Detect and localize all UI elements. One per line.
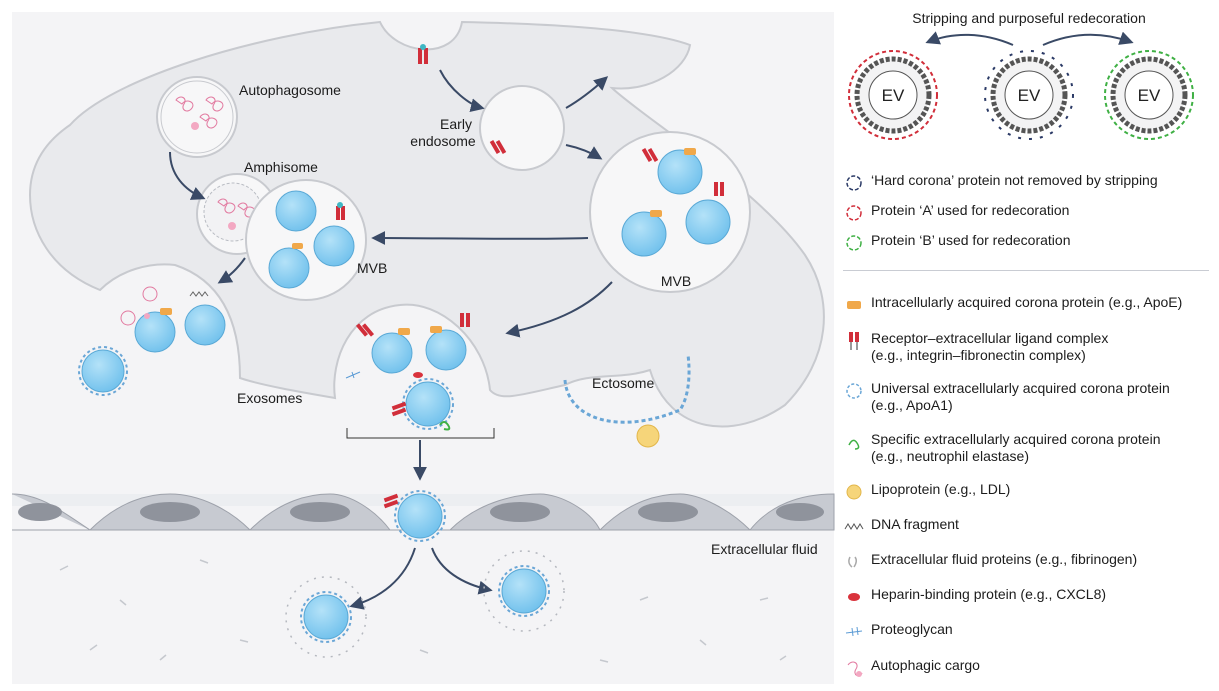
legend-text-receptor-2: (e.g., integrin–fibronectin complex) xyxy=(871,347,1086,363)
legend-text-receptor-1: Receptor–extracellular ligand complex xyxy=(871,330,1109,346)
proteoglycan-icon xyxy=(845,626,863,637)
label-extracellular-fluid: Extracellular fluid xyxy=(711,541,818,557)
label-mvb-right: MVB xyxy=(661,273,691,289)
legend-item-specific-corona: Specific extracellularly acquired corona… xyxy=(843,431,1160,465)
legend-text-protein-a: Protein ‘A’ used for redecoration xyxy=(871,202,1070,218)
legend-text-heparin: Heparin-binding protein (e.g., CXCL8) xyxy=(871,586,1107,602)
legend-separator xyxy=(843,270,1209,271)
tissue-layer: Extracellular fluid xyxy=(11,493,835,557)
lipoprotein-icon xyxy=(636,424,660,448)
legend-text-hard-corona: ‘Hard corona’ protein not removed by str… xyxy=(871,172,1158,188)
ev-label-right: EV xyxy=(1138,86,1161,105)
pathway-arrows xyxy=(169,69,613,610)
label-early-endosome-1: Early xyxy=(440,116,472,132)
universal-corona-icon xyxy=(846,383,862,399)
legend-text-universal-2: (e.g., ApoA1) xyxy=(871,397,953,413)
legend-panel: Stripping and purposeful redecoration EV… xyxy=(843,0,1213,691)
legend-item-fluid-protein: Extracellular fluid proteins (e.g., fibr… xyxy=(843,551,1137,573)
ev-left-protein-a: EV xyxy=(848,50,938,140)
legend-item-receptor: Receptor–extracellular ligand complex(e.… xyxy=(843,330,1108,364)
ev-biogenesis-diagram: Autophagosome Amphisome MVB Early endoso… xyxy=(11,12,835,684)
legend-item-apoe: Intracellularly acquired corona protein … xyxy=(843,294,1182,316)
ev-center-hard-corona: EV xyxy=(984,50,1074,140)
legend-text-specific-2: (e.g., neutrophil elastase) xyxy=(871,448,1029,464)
legend-item-dna: DNA fragment xyxy=(843,516,959,538)
ev-label-center: EV xyxy=(1018,86,1041,105)
legend-text-apoe: Intracellularly acquired corona protein … xyxy=(871,294,1183,310)
legend-text-autophagic-cargo: Autophagic cargo xyxy=(871,657,980,673)
exosome-release-left: Exosomes xyxy=(78,286,302,406)
autophagosome: Autophagosome xyxy=(156,76,341,158)
dna-fragment-icon xyxy=(844,523,864,530)
protein-b-icon xyxy=(846,235,862,251)
heparin-icon xyxy=(413,372,423,378)
specific-corona-icon xyxy=(848,439,860,450)
protein-a-icon xyxy=(846,205,862,221)
legend-text-dna: DNA fragment xyxy=(871,516,959,532)
extracellular-evs xyxy=(285,490,565,658)
ectosome: Ectosome xyxy=(563,354,691,448)
mvb-right: MVB xyxy=(589,131,751,293)
label-early-endosome-2: endosome xyxy=(410,133,476,149)
legend-text-protein-b: Protein ‘B’ used for redecoration xyxy=(871,232,1071,248)
receptor-icon xyxy=(336,202,345,220)
label-amphisome: Amphisome xyxy=(244,159,318,175)
legend-item-universal-corona: Universal extracellularly acquired coron… xyxy=(843,380,1170,414)
hard-corona-icon xyxy=(846,175,862,191)
fluid-protein-scatter xyxy=(59,559,787,663)
legend-item-proteoglycan: Proteoglycan xyxy=(843,621,953,643)
legend-item-heparin: Heparin-binding protein (e.g., CXCL8) xyxy=(843,586,1106,608)
fluid-protein-icon xyxy=(848,556,858,568)
exosome-release-center xyxy=(345,313,495,439)
lipoprotein-icon xyxy=(846,484,862,500)
receptor-entry xyxy=(418,44,428,64)
legend-text-universal-1: Universal extracellularly acquired coron… xyxy=(871,380,1170,396)
label-autophagosome: Autophagosome xyxy=(239,82,341,98)
mvb-left: MVB xyxy=(245,179,387,301)
ev-right-protein-b: EV xyxy=(1104,50,1194,140)
autophagic-cargo-icon xyxy=(847,661,863,677)
legend-text-lipoprotein: Lipoprotein (e.g., LDL) xyxy=(871,481,1011,497)
ev-label-left: EV xyxy=(882,86,905,105)
legend-text-fluid-protein: Extracellular fluid proteins (e.g., fibr… xyxy=(871,551,1138,567)
early-endosome: Early endosome xyxy=(410,85,565,171)
legend-text-proteoglycan: Proteoglycan xyxy=(871,621,953,637)
receptor-icon xyxy=(849,332,859,350)
heparin-icon xyxy=(848,593,860,601)
legend-item-protein-a: Protein ‘A’ used for redecoration xyxy=(843,202,1069,224)
label-exosomes: Exosomes xyxy=(237,390,302,406)
legend-text-specific-1: Specific extracellularly acquired corona… xyxy=(871,431,1161,447)
apoe-icon xyxy=(847,301,861,309)
label-ectosome: Ectosome xyxy=(592,375,654,391)
legend-title: Stripping and purposeful redecoration xyxy=(912,10,1146,26)
legend-item-autophagic-cargo: Autophagic cargo xyxy=(843,657,980,679)
autophagic-cargo-icon xyxy=(175,96,224,129)
legend-item-protein-b: Protein ‘B’ used for redecoration xyxy=(843,232,1070,254)
legend-item-lipoprotein: Lipoprotein (e.g., LDL) xyxy=(843,481,1010,503)
label-mvb-left: MVB xyxy=(357,260,387,276)
ev-redecoration-figure: EV EV EV xyxy=(848,31,1194,140)
legend-item-hard-corona: ‘Hard corona’ protein not removed by str… xyxy=(843,172,1158,194)
